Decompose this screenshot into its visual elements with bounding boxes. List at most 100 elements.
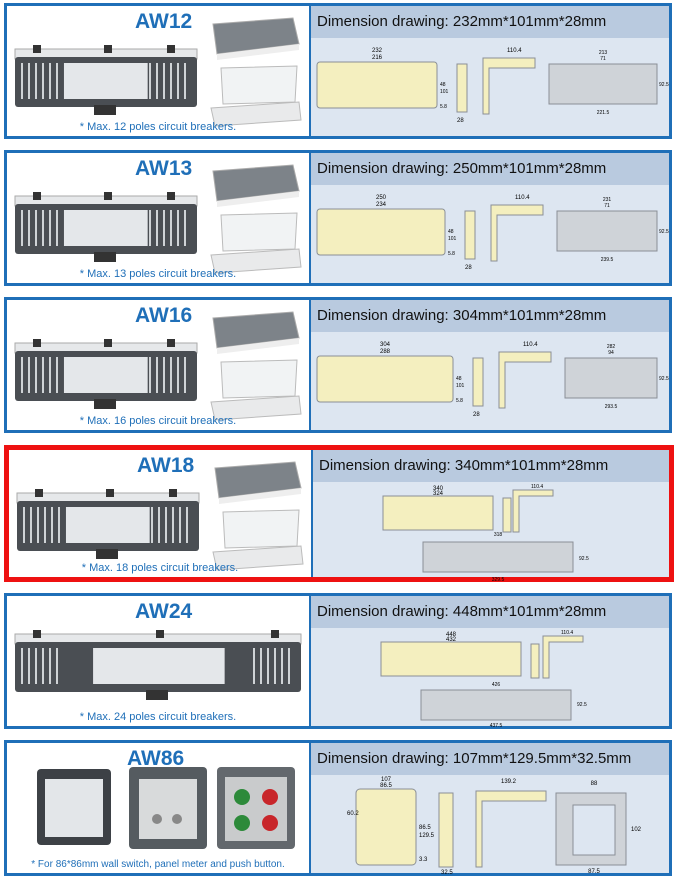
- front-view: [382, 495, 494, 531]
- product-panel-aw24[interactable]: AW24 * Max. 24 poles circuit breakers. D…: [4, 593, 672, 729]
- product-photos-86: [37, 767, 295, 849]
- dim-outer-width: 304: [380, 342, 391, 348]
- model-name: AW86: [127, 747, 185, 770]
- dim-cut-outer: 88: [591, 781, 598, 787]
- front-view: [316, 355, 454, 403]
- capacity-note: * Max. 13 poles circuit breakers.: [79, 268, 237, 280]
- profile-view: [482, 57, 536, 115]
- dim-outer-width: 448: [446, 632, 457, 638]
- dim-height-c: 129.5: [419, 833, 435, 839]
- dim-cut-height: 102: [631, 827, 642, 833]
- product-panel-aw86[interactable]: AW86 * For 86*86mm wall switch, panel me…: [4, 740, 672, 876]
- product-photo-area: AW24 * Max. 24 poles circuit breakers.: [7, 596, 311, 726]
- dimension-area: Dimension drawing: 107mm*129.5mm*32.5mm …: [311, 743, 669, 875]
- dimension-drawing: 448 432 110.4 426 437.5 92.5: [380, 630, 587, 728]
- profile-view: [490, 204, 544, 262]
- dim-cut-width: 293.5: [605, 404, 618, 410]
- dim-inner-width: 432: [446, 637, 457, 643]
- dim-height-a: 48: [448, 229, 454, 235]
- dimension-heading: Dimension drawing: 250mm*101mm*28mm: [311, 153, 669, 185]
- dim-depth: 28: [465, 265, 472, 271]
- model-name: AW18: [137, 454, 195, 477]
- dim-height-a: 48: [456, 376, 462, 382]
- cutout-view: [564, 357, 658, 399]
- capacity-note: * Max. 18 poles circuit breakers.: [81, 562, 239, 574]
- model-name: AW16: [135, 304, 193, 327]
- front-view: [316, 208, 446, 256]
- cutout-view: [422, 541, 574, 573]
- cutout-view: [420, 689, 572, 721]
- dim-outer-width: 250: [376, 195, 387, 201]
- product-panel-aw18[interactable]: AW18 * Max. 18 poles circuit breakers. D…: [4, 445, 674, 582]
- dimension-area: Dimension drawing: 448mm*101mm*28mm 448 …: [311, 596, 669, 728]
- dim-inner-width: 86.5: [380, 783, 392, 789]
- dim-cut-inner: 71: [600, 56, 606, 62]
- side-view: [530, 643, 540, 679]
- product-photo-closed: [212, 311, 300, 354]
- side-view: [472, 357, 484, 407]
- product-photo-closed: [212, 17, 300, 60]
- dimension-area: Dimension drawing: 250mm*101mm*28mm 250 …: [311, 153, 669, 283]
- product-photo-open: [210, 65, 302, 127]
- product-photo-open: [210, 359, 302, 421]
- cutout-view: [556, 210, 658, 252]
- dim-inner-width: 288: [380, 349, 391, 355]
- product-photo-area: AW86 * For 86*86mm wall switch, panel me…: [7, 743, 311, 873]
- dim-depth: 32.5: [441, 870, 453, 875]
- profile-view: [512, 489, 554, 533]
- dim-outer-width: 232: [372, 48, 383, 54]
- dim-bottom: 5.8: [440, 104, 447, 110]
- dimension-heading: Dimension drawing: 107mm*129.5mm*32.5mm: [311, 743, 669, 775]
- dim-height-b: 86.5: [419, 825, 431, 831]
- dim-height-b: 101: [456, 383, 465, 389]
- dim-cut-width: 221.5: [597, 110, 610, 116]
- product-photo: [14, 192, 198, 262]
- product-panel-aw16[interactable]: AW16 * Max. 16 poles circuit breakers. D…: [4, 297, 672, 433]
- product-panel-aw12[interactable]: AW12 * Max. 12 poles circuit breakers. D…: [4, 3, 672, 139]
- dimension-drawing: 250 234 48 101 5.8 28 110.4 231 71 239.5…: [316, 195, 669, 271]
- product-panel-aw13[interactable]: AW13 * Max. 13 poles circuit breakers. D…: [4, 150, 672, 286]
- dim-cut-inner: 71: [604, 203, 610, 209]
- product-photo: [14, 45, 198, 115]
- capacity-note: * Max. 12 poles circuit breakers.: [79, 121, 237, 133]
- dim-cut-width: 437.5: [490, 723, 503, 728]
- dimension-heading: Dimension drawing: 448mm*101mm*28mm: [311, 596, 669, 628]
- dim-bottom: 5.8: [448, 251, 455, 257]
- profile-view: [542, 635, 584, 679]
- dim-profile: 110.4: [561, 630, 573, 636]
- side-view: [464, 210, 476, 260]
- product-photo-closed: [212, 164, 300, 207]
- product-photo-area: AW13 * Max. 13 poles circuit breakers.: [7, 153, 311, 283]
- front-view: [355, 788, 417, 866]
- dim-cut-height: 92.5: [579, 556, 589, 562]
- model-name: AW13: [135, 157, 193, 180]
- dim-profile: 110.4: [507, 48, 522, 54]
- dimension-heading: Dimension drawing: 304mm*101mm*28mm: [311, 300, 669, 332]
- dim-outer-width: 107: [381, 777, 392, 783]
- dim-cut-height: 92.5: [577, 702, 587, 708]
- dim-cut-outer: 231: [603, 197, 612, 203]
- profile-view: [475, 790, 547, 868]
- dimension-drawing: 304 288 48 101 5.8 28 110.4 282 94 293.5…: [316, 342, 669, 418]
- dim-depth: 28: [473, 412, 480, 418]
- dim-cut-outer: 282: [607, 344, 616, 350]
- capacity-note: * Max. 24 poles circuit breakers.: [79, 711, 237, 723]
- front-view: [380, 641, 522, 677]
- front-view: [316, 61, 438, 109]
- side-view: [456, 63, 468, 113]
- model-name: AW12: [135, 10, 193, 33]
- product-photo: [14, 630, 302, 700]
- capacity-note: * Max. 16 poles circuit breakers.: [79, 415, 237, 427]
- dim-profile: 139.2: [501, 779, 517, 785]
- capacity-note: * For 86*86mm wall switch, panel meter a…: [31, 859, 285, 870]
- dim-height-a: 48: [440, 82, 446, 88]
- dimension-drawing: 232 216 48 101 5.8 28 110.4 213 71 221.5…: [316, 48, 669, 124]
- dim-cut-outer: 213: [599, 50, 608, 56]
- dimension-heading: Dimension drawing: 340mm*101mm*28mm: [313, 450, 669, 482]
- dim-cut-width: 239.5: [601, 257, 614, 263]
- product-photo-area: AW18 * Max. 18 poles circuit breakers.: [9, 450, 313, 577]
- dim-profile: 110.4: [523, 342, 538, 348]
- dimension-area: Dimension drawing: 304mm*101mm*28mm 304 …: [311, 300, 669, 430]
- dim-cut-outer: 318: [494, 532, 503, 538]
- cutout-view: [548, 63, 658, 105]
